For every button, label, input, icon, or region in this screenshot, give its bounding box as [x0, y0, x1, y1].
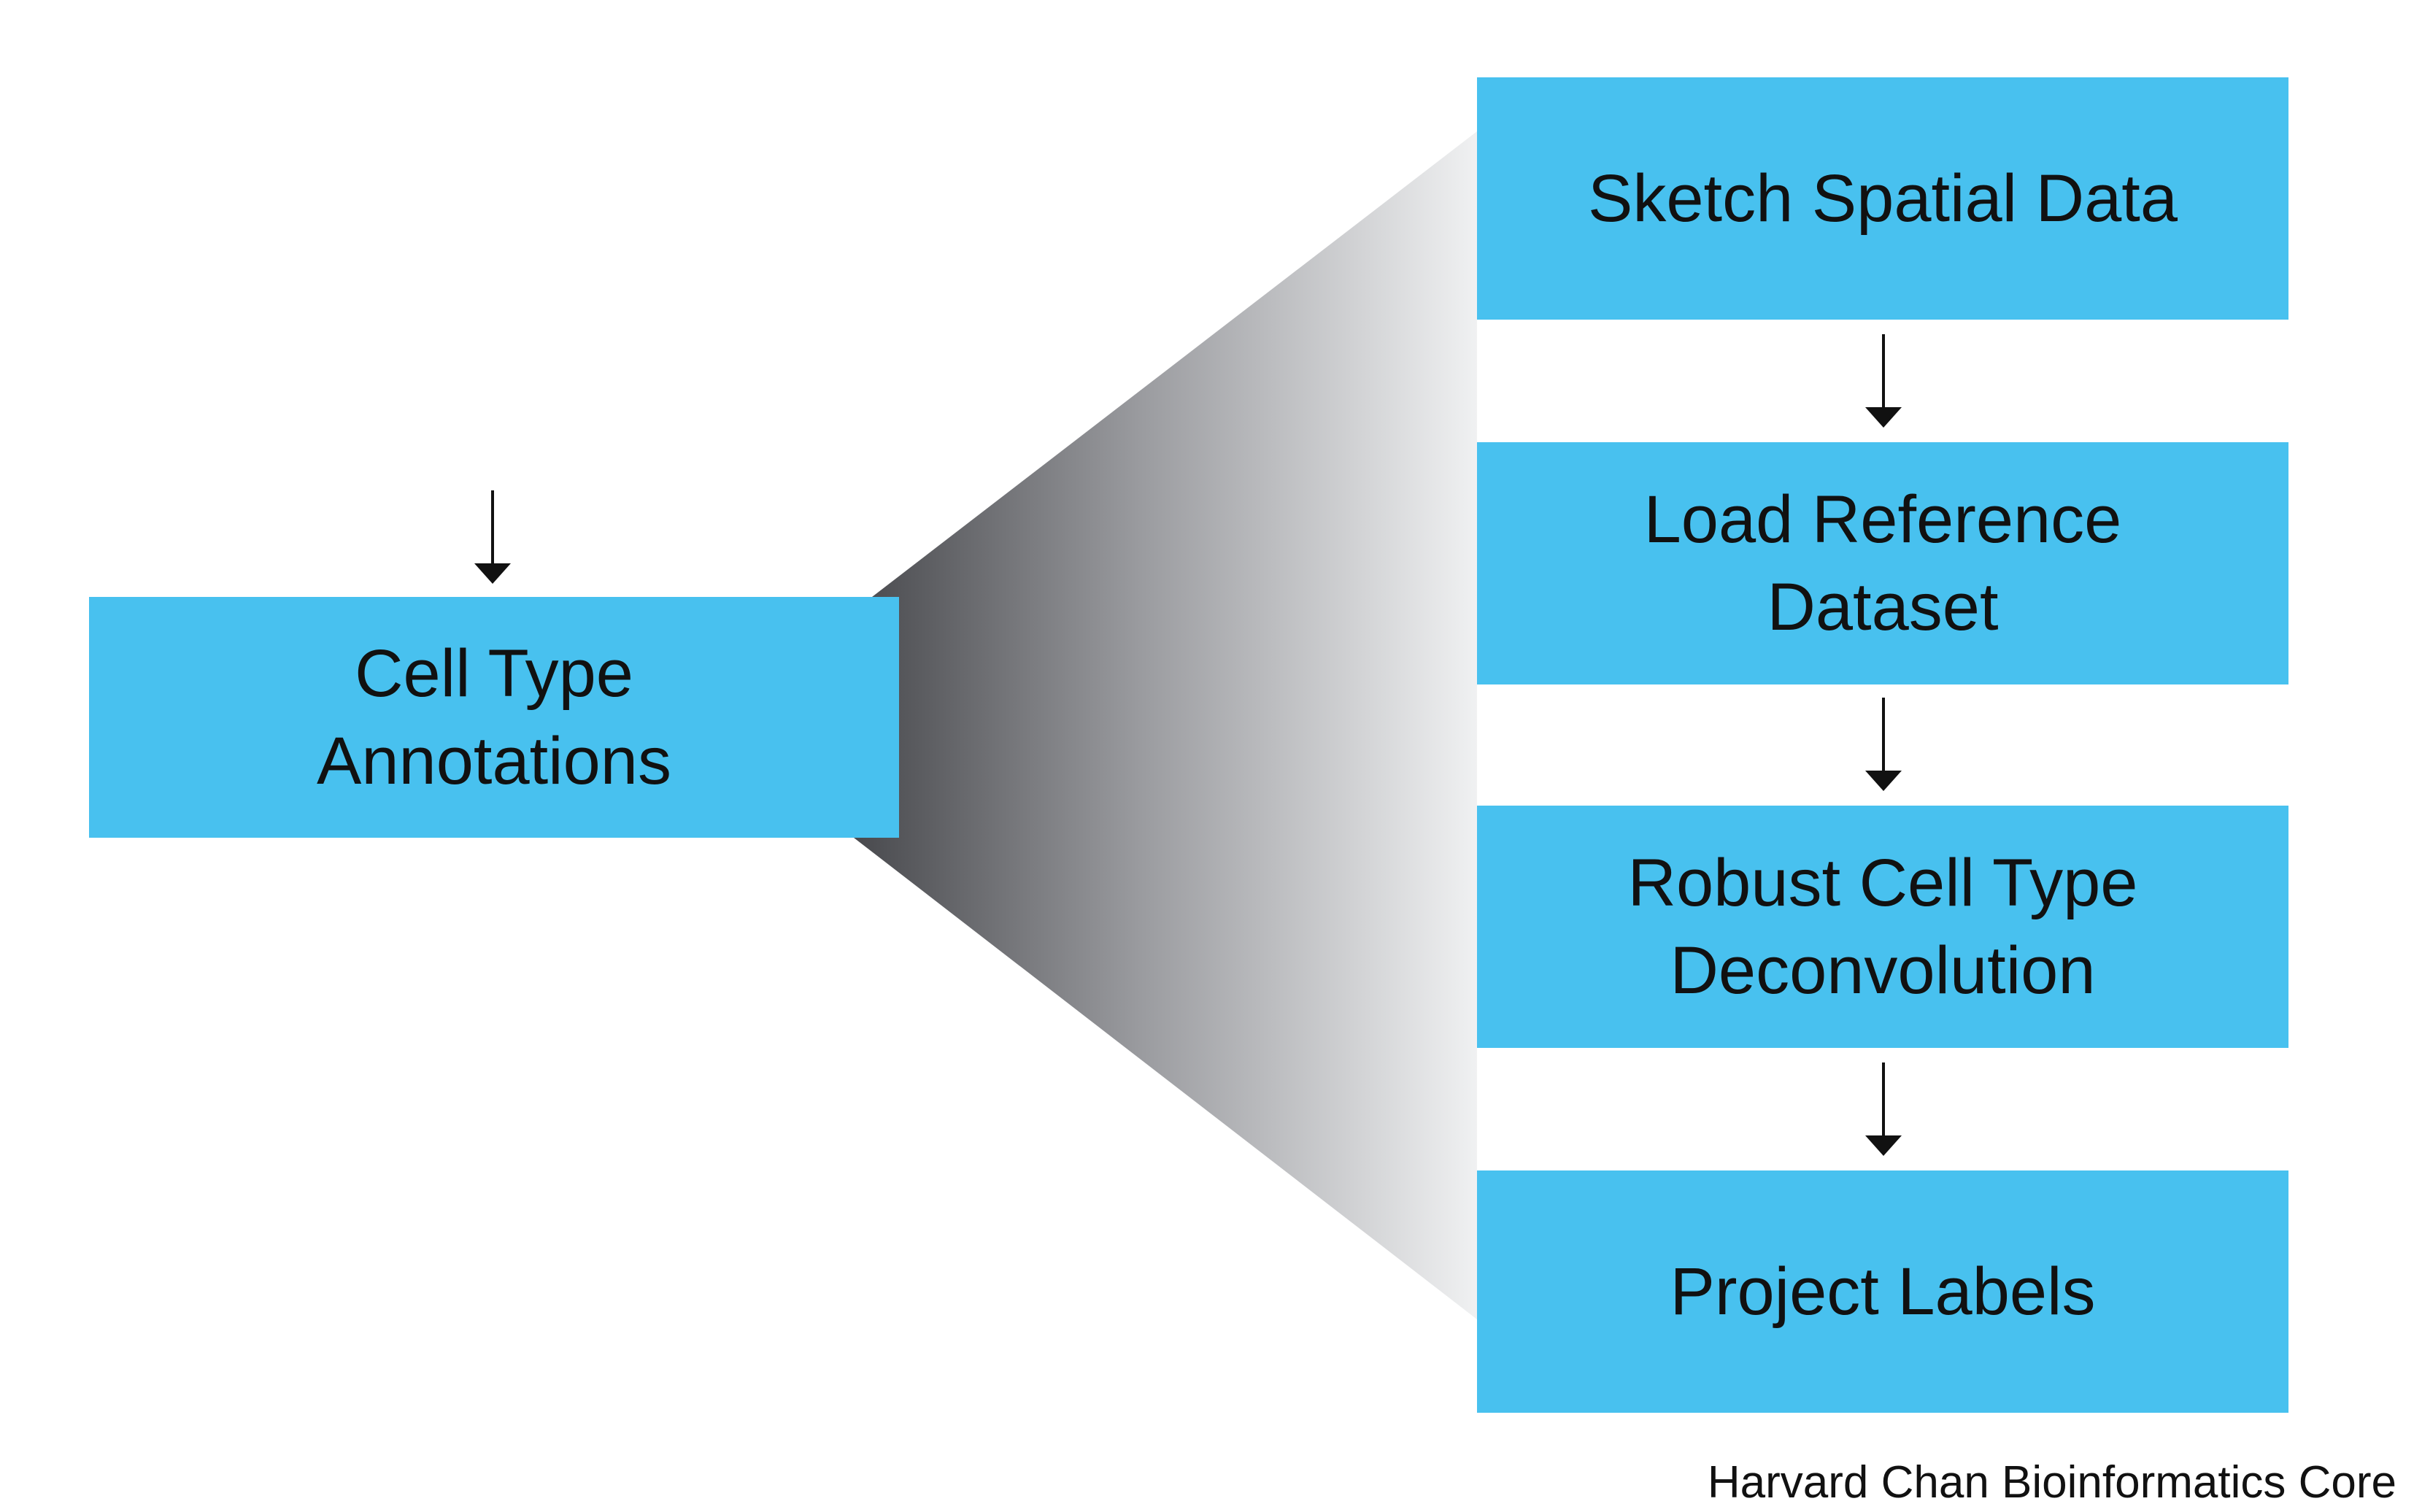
- step-box-sketch-spatial-data: Sketch Spatial Data: [1477, 77, 2288, 320]
- step-3-label-line2: Deconvolution: [1670, 933, 2096, 1008]
- arrow-down-icon: [1865, 698, 1902, 791]
- step-1-label: Sketch Spatial Data: [1587, 161, 2178, 236]
- step-4-label: Project Labels: [1670, 1254, 2096, 1329]
- step-box-robust-cell-type-deconvolution: Robust Cell Type Deconvolution: [1477, 806, 2288, 1048]
- arrow-down-icon: [1865, 334, 1902, 428]
- step-box-project-labels: Project Labels: [1477, 1170, 2288, 1413]
- credit-text: Harvard Chan Bioinformatics Core: [1707, 1457, 2396, 1508]
- step-3-label-line1: Robust Cell Type: [1627, 846, 2138, 920]
- cell-type-annotations-box: Cell Type Annotations: [89, 597, 899, 838]
- step-box-load-reference-dataset: Load Reference Dataset: [1477, 442, 2288, 684]
- step-2-label-line2: Dataset: [1767, 570, 1999, 644]
- main-box-label-line2: Annotations: [317, 724, 671, 798]
- main-box-label-line1: Cell Type: [355, 636, 633, 711]
- arrow-down-icon: [1865, 1062, 1902, 1156]
- arrow-down-icon: [474, 490, 511, 584]
- funnel-shape: [854, 131, 1477, 1319]
- step-2-label-line1: Load Reference: [1643, 482, 2122, 557]
